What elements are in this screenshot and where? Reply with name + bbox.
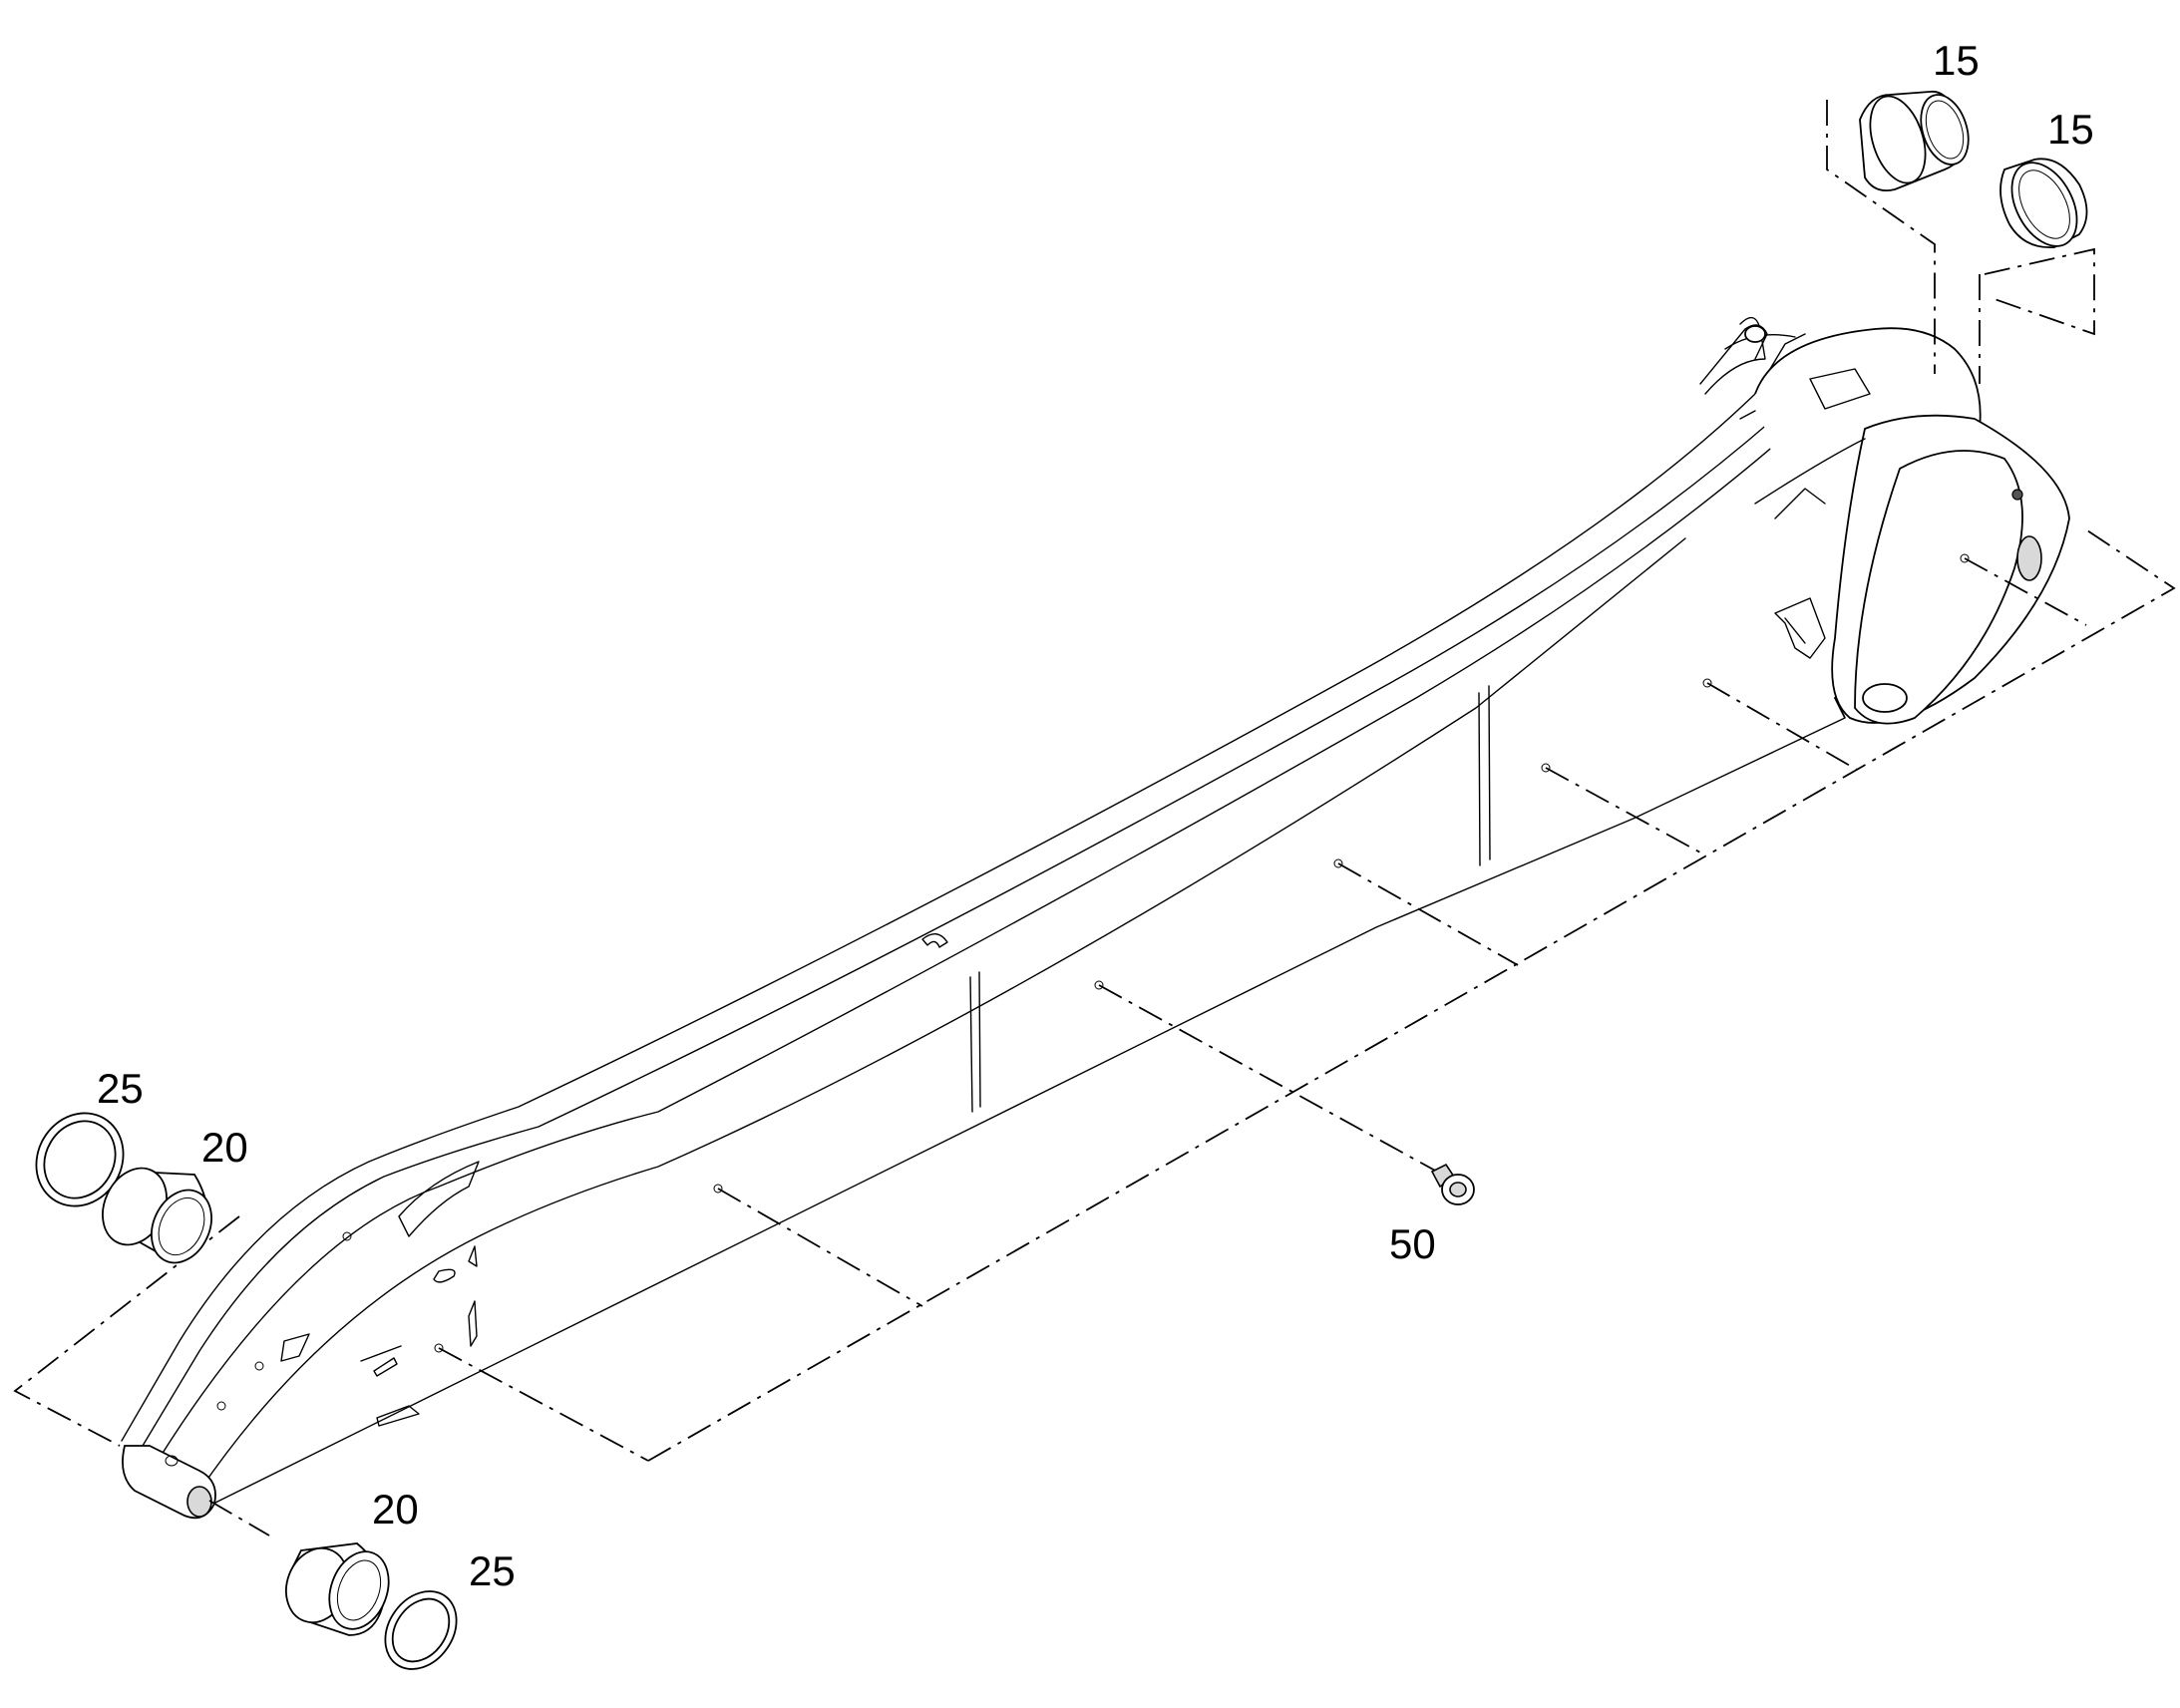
callout-15-upper: 15 (1933, 37, 1980, 84)
centerlines (13, 100, 2176, 1537)
boom-arm (121, 316, 2070, 1520)
callout-20-lower: 20 (372, 1486, 419, 1533)
callout-25-upper-left: 25 (97, 1065, 144, 1112)
callout-15-right: 15 (2047, 106, 2094, 153)
callout-20-upper-left: 20 (201, 1124, 248, 1171)
bushing-20-lower (285, 1542, 390, 1636)
bushing-20-upper-left (102, 1167, 212, 1264)
ring-25-lower (384, 1590, 458, 1670)
callout-25-lower: 25 (469, 1547, 516, 1594)
callout-50: 50 (1389, 1220, 1436, 1267)
callout-labels: 15 15 25 20 20 25 50 (97, 37, 2094, 1594)
grease-plug-50 (1430, 1163, 1475, 1205)
ring-25-upper-left (35, 1112, 125, 1207)
bushing-15-upper (1859, 90, 1970, 192)
bushing-15-right (1999, 158, 2088, 248)
